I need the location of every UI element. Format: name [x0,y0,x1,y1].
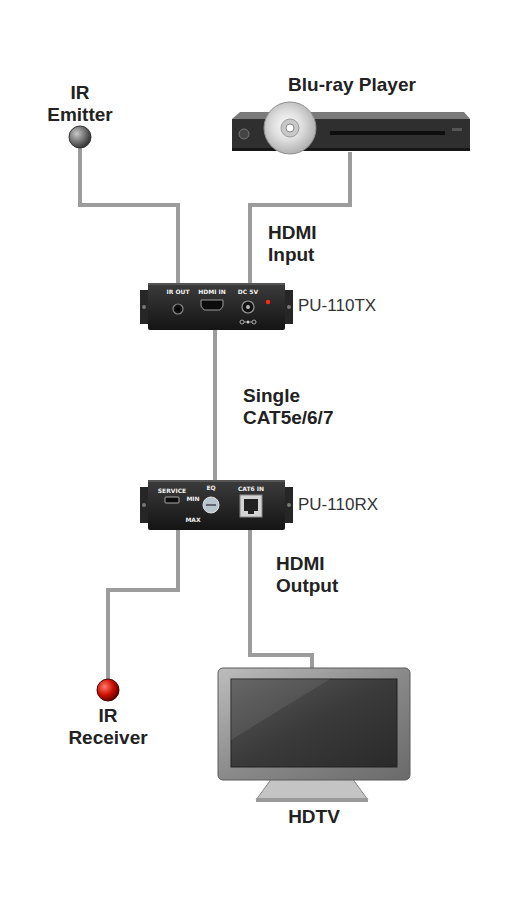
ir-receiver-node: IR Receiver [58,679,158,751]
hdtv-icon [218,668,410,802]
port-label: DC 5V [238,288,258,296]
receiver-box [140,480,293,530]
port-label: MAX [185,516,200,524]
node-heading: Blu-ray Player [237,74,467,96]
cable-label: HDMI Input [268,222,350,266]
cable-connector [250,530,312,668]
cable-connector [250,152,350,283]
model-name: PU-110TX [298,296,376,316]
transmitter-node: PU-110TXIR OUTHDMI INDC 5V [148,283,285,330]
port-label: HDMI IN [198,288,226,296]
transmitter-box [140,283,293,330]
port-label: MIN [186,495,199,503]
hdtv-node: HDTV [214,668,414,830]
ir-emitter-icon [69,126,91,148]
node-heading: HDTV [219,668,409,828]
receiver-node: PU-110RXSERVICEEQMINMAXCAT6 IN [148,480,285,530]
bluray-player-node: Blu-ray Player [232,74,472,152]
port-label: IR OUT [166,288,189,296]
cable-label: HDMI Output [276,553,368,597]
port-label: CAT6 IN [238,485,264,493]
bluray-player-icon [232,102,470,154]
port-label: EQ [206,484,215,492]
ir-receiver-icon [97,679,119,701]
ir-emitter-node: IR Emitter [30,82,130,148]
cable-connector [108,530,178,679]
cable-label: Single CAT5e/6/7 [243,385,365,429]
cable-connector [80,148,178,283]
cable-connector [213,330,217,480]
model-name: PU-110RX [298,495,378,515]
node-heading: IR Receiver [61,679,156,749]
port-label: SERVICE [158,487,186,495]
node-heading: IR Emitter [38,82,123,126]
